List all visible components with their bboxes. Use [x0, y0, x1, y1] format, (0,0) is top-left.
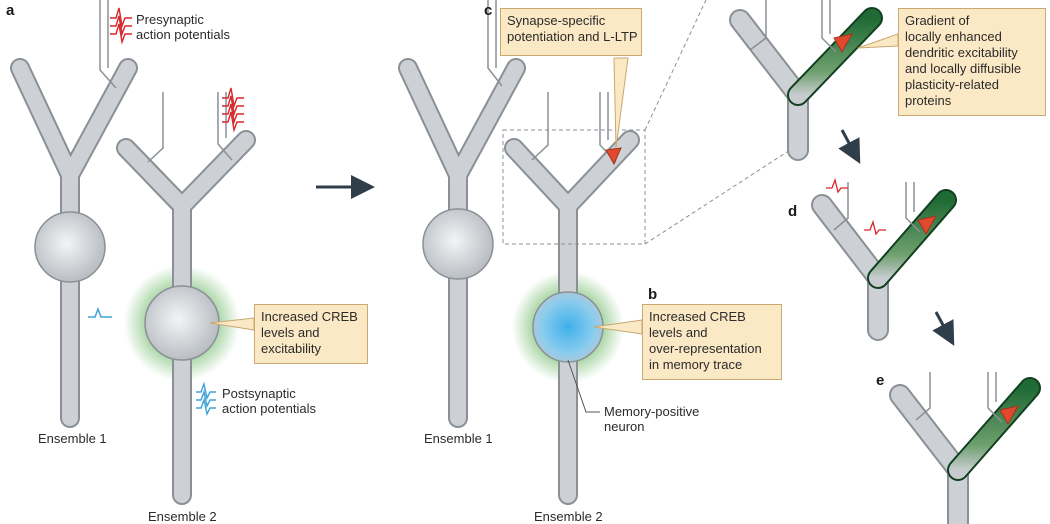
blue-spike-ensemble1: [88, 306, 112, 318]
panel-letter-e: e: [876, 372, 885, 389]
axons-e: [915, 372, 1003, 423]
arrow-d-to-e: [932, 311, 955, 346]
ensemble1-left-neuron: [10, 58, 138, 428]
panel-letter-a: a: [6, 2, 15, 19]
potentiated-synapse-d: [917, 215, 937, 236]
presynaptic-axons-ensemble2: [147, 92, 233, 163]
callout-synapse-specific: Synapse-specific potentiation and L-LTP: [500, 8, 642, 56]
presynaptic-label: Presynaptic action potentials: [136, 12, 230, 42]
ensemble2-left-neuron: [116, 130, 256, 505]
presynaptic-axons-middle-ensemble2: [531, 92, 617, 163]
panel-letter-d: d: [788, 203, 798, 220]
ensemble2-left-label: Ensemble 2: [148, 509, 217, 524]
ensemble2-right-neuron: [504, 130, 640, 505]
potentiated-synapse-c: [833, 33, 853, 54]
red-spikes-top: [110, 7, 132, 45]
callout-gradient: Gradient of locally enhanced dendritic e…: [898, 8, 1046, 116]
red-spike-d1: [826, 177, 848, 194]
red-spike-d2: [864, 219, 886, 236]
panel-letter-c: c: [484, 2, 493, 19]
presynaptic-axon-left: [99, 0, 117, 89]
potentiated-synapse-middle: [605, 147, 622, 166]
memory-positive-leader: [567, 359, 600, 413]
neuron-e: [889, 377, 1041, 524]
ensemble2-right-label: Ensemble 2: [534, 509, 603, 524]
axons-d: [833, 182, 921, 233]
ensemble1-left-label: Ensemble 1: [38, 431, 107, 446]
panel-letter-b: b: [648, 286, 658, 303]
neuron-d: [811, 189, 957, 341]
presynaptic-axon-middle: [487, 0, 503, 87]
arrow-c-to-d: [838, 129, 861, 164]
zoom-box: [502, 129, 646, 245]
memory-positive-label: Memory-positive neuron: [604, 404, 700, 434]
red-spikes-ensemble2: [222, 87, 244, 133]
callout-pointer-synapse: [613, 57, 629, 149]
potentiated-synapse-e: [999, 405, 1019, 426]
zoom-line-top: [644, 0, 707, 131]
blue-spikes-postsynaptic: [196, 381, 216, 417]
ensemble1-right-label: Ensemble 1: [424, 431, 493, 446]
zoom-line-bottom: [644, 149, 791, 245]
callout-creb-overrepresentation: Increased CREB levels and over-represent…: [642, 304, 782, 380]
callout-creb-excitability: Increased CREB levels and excitability: [254, 304, 368, 364]
zoom-neuron-c: [729, 7, 883, 161]
postsynaptic-label: Postsynaptic action potentials: [222, 386, 316, 416]
ensemble1-right-neuron: [398, 58, 526, 428]
zoom-axons-c: [749, 0, 837, 53]
